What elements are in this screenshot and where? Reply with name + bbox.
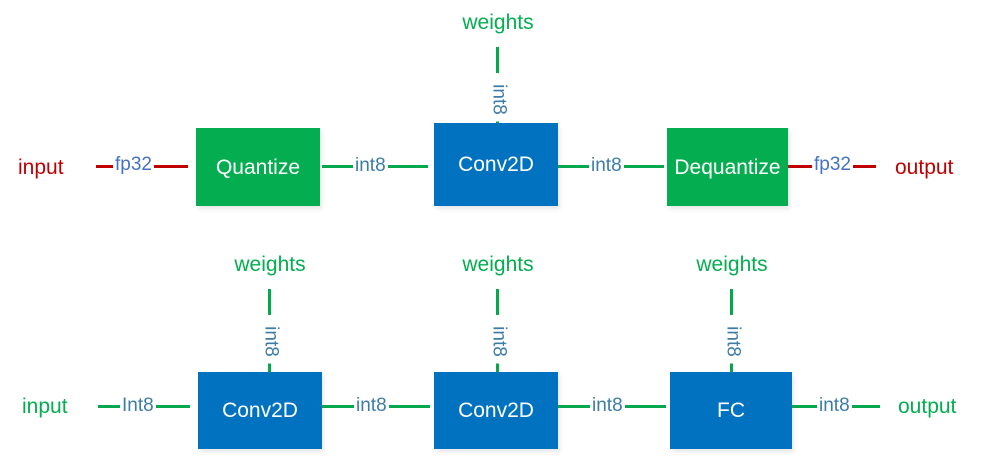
node-conv2d-top[interactable]: Conv2D bbox=[434, 123, 558, 206]
top-weights-wire bbox=[496, 47, 499, 73]
bottom-weights-2-wire bbox=[496, 289, 499, 315]
top-weights-type-label: int8 bbox=[489, 77, 510, 122]
bottom-weights-1-label: weights bbox=[234, 253, 306, 276]
node-fc[interactable]: FC bbox=[670, 372, 792, 449]
bottom-output-label: output bbox=[898, 395, 957, 418]
node-conv2d-a[interactable]: Conv2D bbox=[198, 372, 322, 449]
bottom-weights-3-label: weights bbox=[696, 253, 768, 276]
bottom-weights-3-wire-lower bbox=[730, 360, 733, 374]
top-edge-1-type-label: int8 bbox=[353, 155, 388, 176]
bottom-output-type-label: int8 bbox=[817, 395, 852, 416]
node-dequantize[interactable]: Dequantize bbox=[667, 128, 788, 206]
top-output-label: output bbox=[895, 156, 954, 179]
node-quantize-label: Quantize bbox=[215, 155, 301, 179]
top-weights-label: weights bbox=[462, 11, 534, 34]
node-dequantize-label: Dequantize bbox=[674, 155, 781, 179]
node-fc-label: FC bbox=[717, 399, 745, 422]
bottom-weights-2-label: weights bbox=[462, 253, 534, 276]
node-conv2d-b[interactable]: Conv2D bbox=[434, 372, 558, 449]
top-input-type-label: fp32 bbox=[113, 154, 154, 175]
bottom-weights-1-wire-lower bbox=[268, 360, 271, 374]
bottom-weights-2-wire-lower bbox=[496, 360, 499, 374]
top-edge-2-type-label: int8 bbox=[589, 155, 624, 176]
bottom-weights-3-type-label: int8 bbox=[723, 319, 744, 364]
bottom-input-type-label: Int8 bbox=[120, 395, 156, 416]
top-output-type-label: fp32 bbox=[812, 154, 853, 175]
bottom-weights-1-type-label: int8 bbox=[261, 319, 282, 364]
node-conv2d-top-label: Conv2D bbox=[458, 153, 534, 176]
node-conv2d-b-label: Conv2D bbox=[458, 399, 534, 422]
node-quantize[interactable]: Quantize bbox=[196, 128, 320, 206]
node-conv2d-a-label: Conv2D bbox=[222, 399, 298, 422]
bottom-edge-2-type-label: int8 bbox=[590, 395, 625, 416]
bottom-edge-1-type-label: int8 bbox=[354, 395, 389, 416]
bottom-weights-1-wire bbox=[268, 289, 271, 315]
bottom-weights-3-wire bbox=[730, 289, 733, 315]
bottom-weights-2-type-label: int8 bbox=[489, 319, 510, 364]
bottom-input-label: input bbox=[22, 395, 68, 418]
top-input-label: input bbox=[18, 156, 64, 179]
